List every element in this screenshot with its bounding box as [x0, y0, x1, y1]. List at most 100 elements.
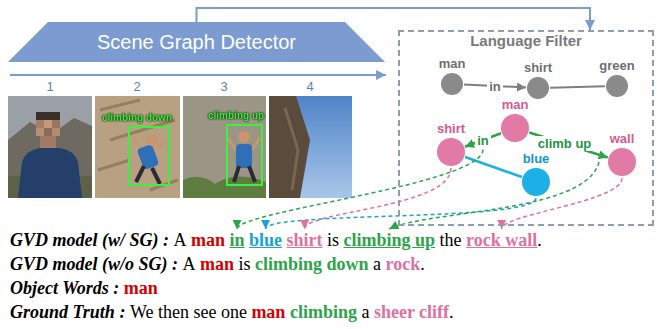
detection-box: climbing down	[102, 112, 172, 124]
caption-line: Ground Truth :We then see onemanclimbing…	[10, 301, 454, 323]
caption-word: .	[449, 302, 454, 322]
video-frame	[269, 96, 352, 198]
caption-word: We then see one	[130, 302, 247, 322]
edge-label: in	[487, 79, 503, 94]
node-circle	[501, 114, 529, 142]
timeline-arrow	[10, 74, 386, 76]
caption-word: .	[537, 230, 542, 250]
detection-rect	[128, 126, 170, 186]
detection-rect	[226, 124, 263, 186]
mountain	[8, 118, 92, 198]
person-coat	[18, 148, 82, 198]
caption-word: .	[420, 254, 425, 274]
video-frame	[95, 96, 180, 198]
caption-word: shirt	[287, 230, 323, 250]
node-label: man	[439, 56, 466, 71]
rock-streak	[98, 100, 178, 190]
node-label: man	[502, 97, 529, 112]
blurred-face	[36, 112, 60, 120]
climber-body	[137, 144, 160, 170]
rock-face	[95, 96, 180, 198]
climber-legs	[234, 166, 255, 182]
frame-number: 3	[220, 79, 227, 94]
node-label: green	[599, 58, 634, 73]
edge-label: climb up	[536, 136, 593, 151]
caption-word: rock	[386, 254, 421, 274]
caption-word: in	[230, 230, 245, 250]
blurred-face	[36, 120, 44, 128]
caption-word: man	[251, 302, 285, 322]
node-label: wall	[610, 131, 635, 146]
video-frame	[183, 96, 266, 198]
band-title: Scene Graph Detector	[97, 30, 296, 54]
climber-body	[236, 144, 252, 168]
blurred-face	[52, 120, 60, 128]
band-shape	[8, 22, 385, 62]
blurred-face	[52, 128, 60, 136]
caption-word: A	[174, 230, 187, 250]
caption-heading: Object Words :	[10, 278, 119, 298]
graph-node: shirt	[524, 60, 552, 99]
detection-label: climbing up	[208, 110, 264, 122]
graph-node: green	[599, 58, 634, 97]
frame-ground	[8, 96, 92, 198]
rock-face	[183, 96, 266, 198]
climber-head	[238, 131, 250, 143]
edge-label: in	[475, 133, 491, 148]
caption-word: climbing up	[344, 230, 436, 250]
filter-box: Language Filter man shirt green man shirt blue…	[398, 30, 654, 226]
cliff-edge	[285, 108, 298, 190]
caption-word: is	[327, 230, 339, 250]
caption-word: the	[440, 230, 462, 250]
node-circle	[527, 77, 549, 99]
detection-box: climbing up	[208, 110, 264, 122]
caption-word: man	[191, 230, 225, 250]
caption-word: climbing down	[255, 254, 369, 274]
caption-word: is	[239, 254, 251, 274]
node-circle	[606, 75, 628, 97]
graph-node: man	[439, 56, 466, 95]
caption-heading: GVD model (w/o SG) :	[10, 254, 178, 274]
leader-arrow	[389, 155, 600, 229]
frame-number: 2	[133, 79, 140, 94]
graph-node: blue	[522, 151, 550, 196]
blurred-face	[44, 120, 52, 128]
detection-label: climbing down	[102, 112, 172, 124]
caption-line: GVD model (w/o SG) :Amanisclimbing downa…	[10, 253, 425, 275]
blurred-face	[40, 136, 56, 148]
caption-word: blue	[249, 230, 282, 250]
graph-node: man	[501, 97, 529, 142]
caption-word: man	[200, 254, 234, 274]
frame-number: 4	[306, 79, 313, 94]
caption-word: a	[373, 254, 381, 274]
graph-edge	[465, 157, 522, 177]
blurred-face	[44, 128, 52, 136]
box-title: Language Filter	[400, 32, 652, 50]
video-frame	[8, 96, 92, 198]
detector-band: Scene Graph Detector	[8, 22, 385, 62]
node-label: shirt	[524, 60, 552, 75]
graph-edge	[550, 86, 605, 87]
climber-legs	[136, 166, 160, 184]
node-circle	[441, 73, 463, 95]
climber-head	[146, 134, 158, 146]
node-circle	[437, 138, 465, 166]
caption-heading: GVD model (w/ SG) :	[10, 230, 169, 250]
leader-arrow	[305, 168, 451, 229]
caption-heading: Ground Truth :	[10, 302, 125, 322]
caption-word: sheer cliff	[374, 302, 449, 322]
graph-node: wall	[608, 131, 636, 176]
sky	[269, 96, 352, 198]
frame-number: 1	[46, 79, 53, 94]
node-label: shirt	[437, 121, 465, 136]
caption-word: A	[183, 254, 196, 274]
caption-line: Object Words :man	[10, 277, 158, 299]
graph-edge	[465, 133, 501, 146]
node-label: blue	[523, 151, 550, 166]
node-circle	[522, 168, 550, 196]
caption-line: GVD model (w/ SG) :Amaninblueshirtisclim…	[10, 229, 542, 251]
node-circle	[608, 148, 636, 176]
caption-word: rock wall	[466, 230, 537, 250]
graph-node: shirt	[437, 121, 465, 166]
